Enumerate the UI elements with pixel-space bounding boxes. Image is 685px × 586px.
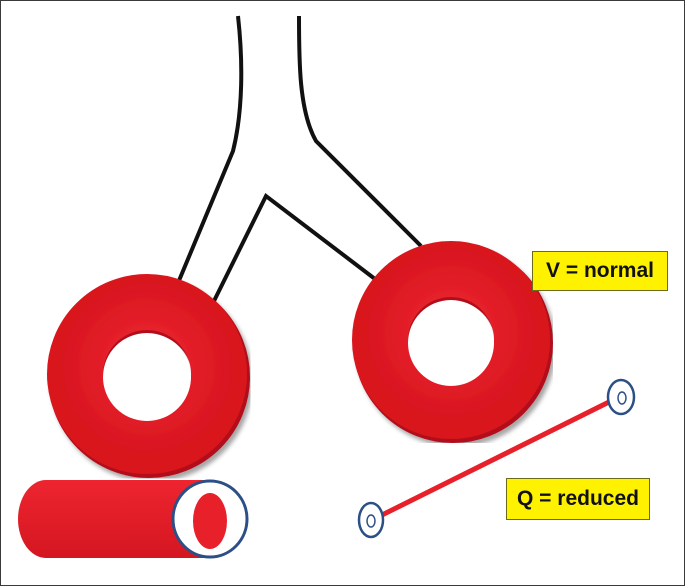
- airway-tree: [176, 15, 423, 302]
- capillary-lumen: [193, 493, 227, 549]
- airway-outer-right: [297, 15, 423, 248]
- airway-outer-left: [176, 15, 244, 284]
- normal-capillary: [18, 479, 249, 559]
- ventilation-label: V = normal: [532, 251, 668, 291]
- right-alveolus: [352, 241, 553, 443]
- airway-inner-branch: [212, 192, 377, 302]
- right-alveolus-lumen: [408, 300, 494, 386]
- left-alveolus: [47, 274, 250, 478]
- left-alveolus-lumen: [103, 333, 191, 421]
- reduced-capillary: [357, 378, 636, 539]
- perfusion-label: Q = reduced: [506, 478, 650, 520]
